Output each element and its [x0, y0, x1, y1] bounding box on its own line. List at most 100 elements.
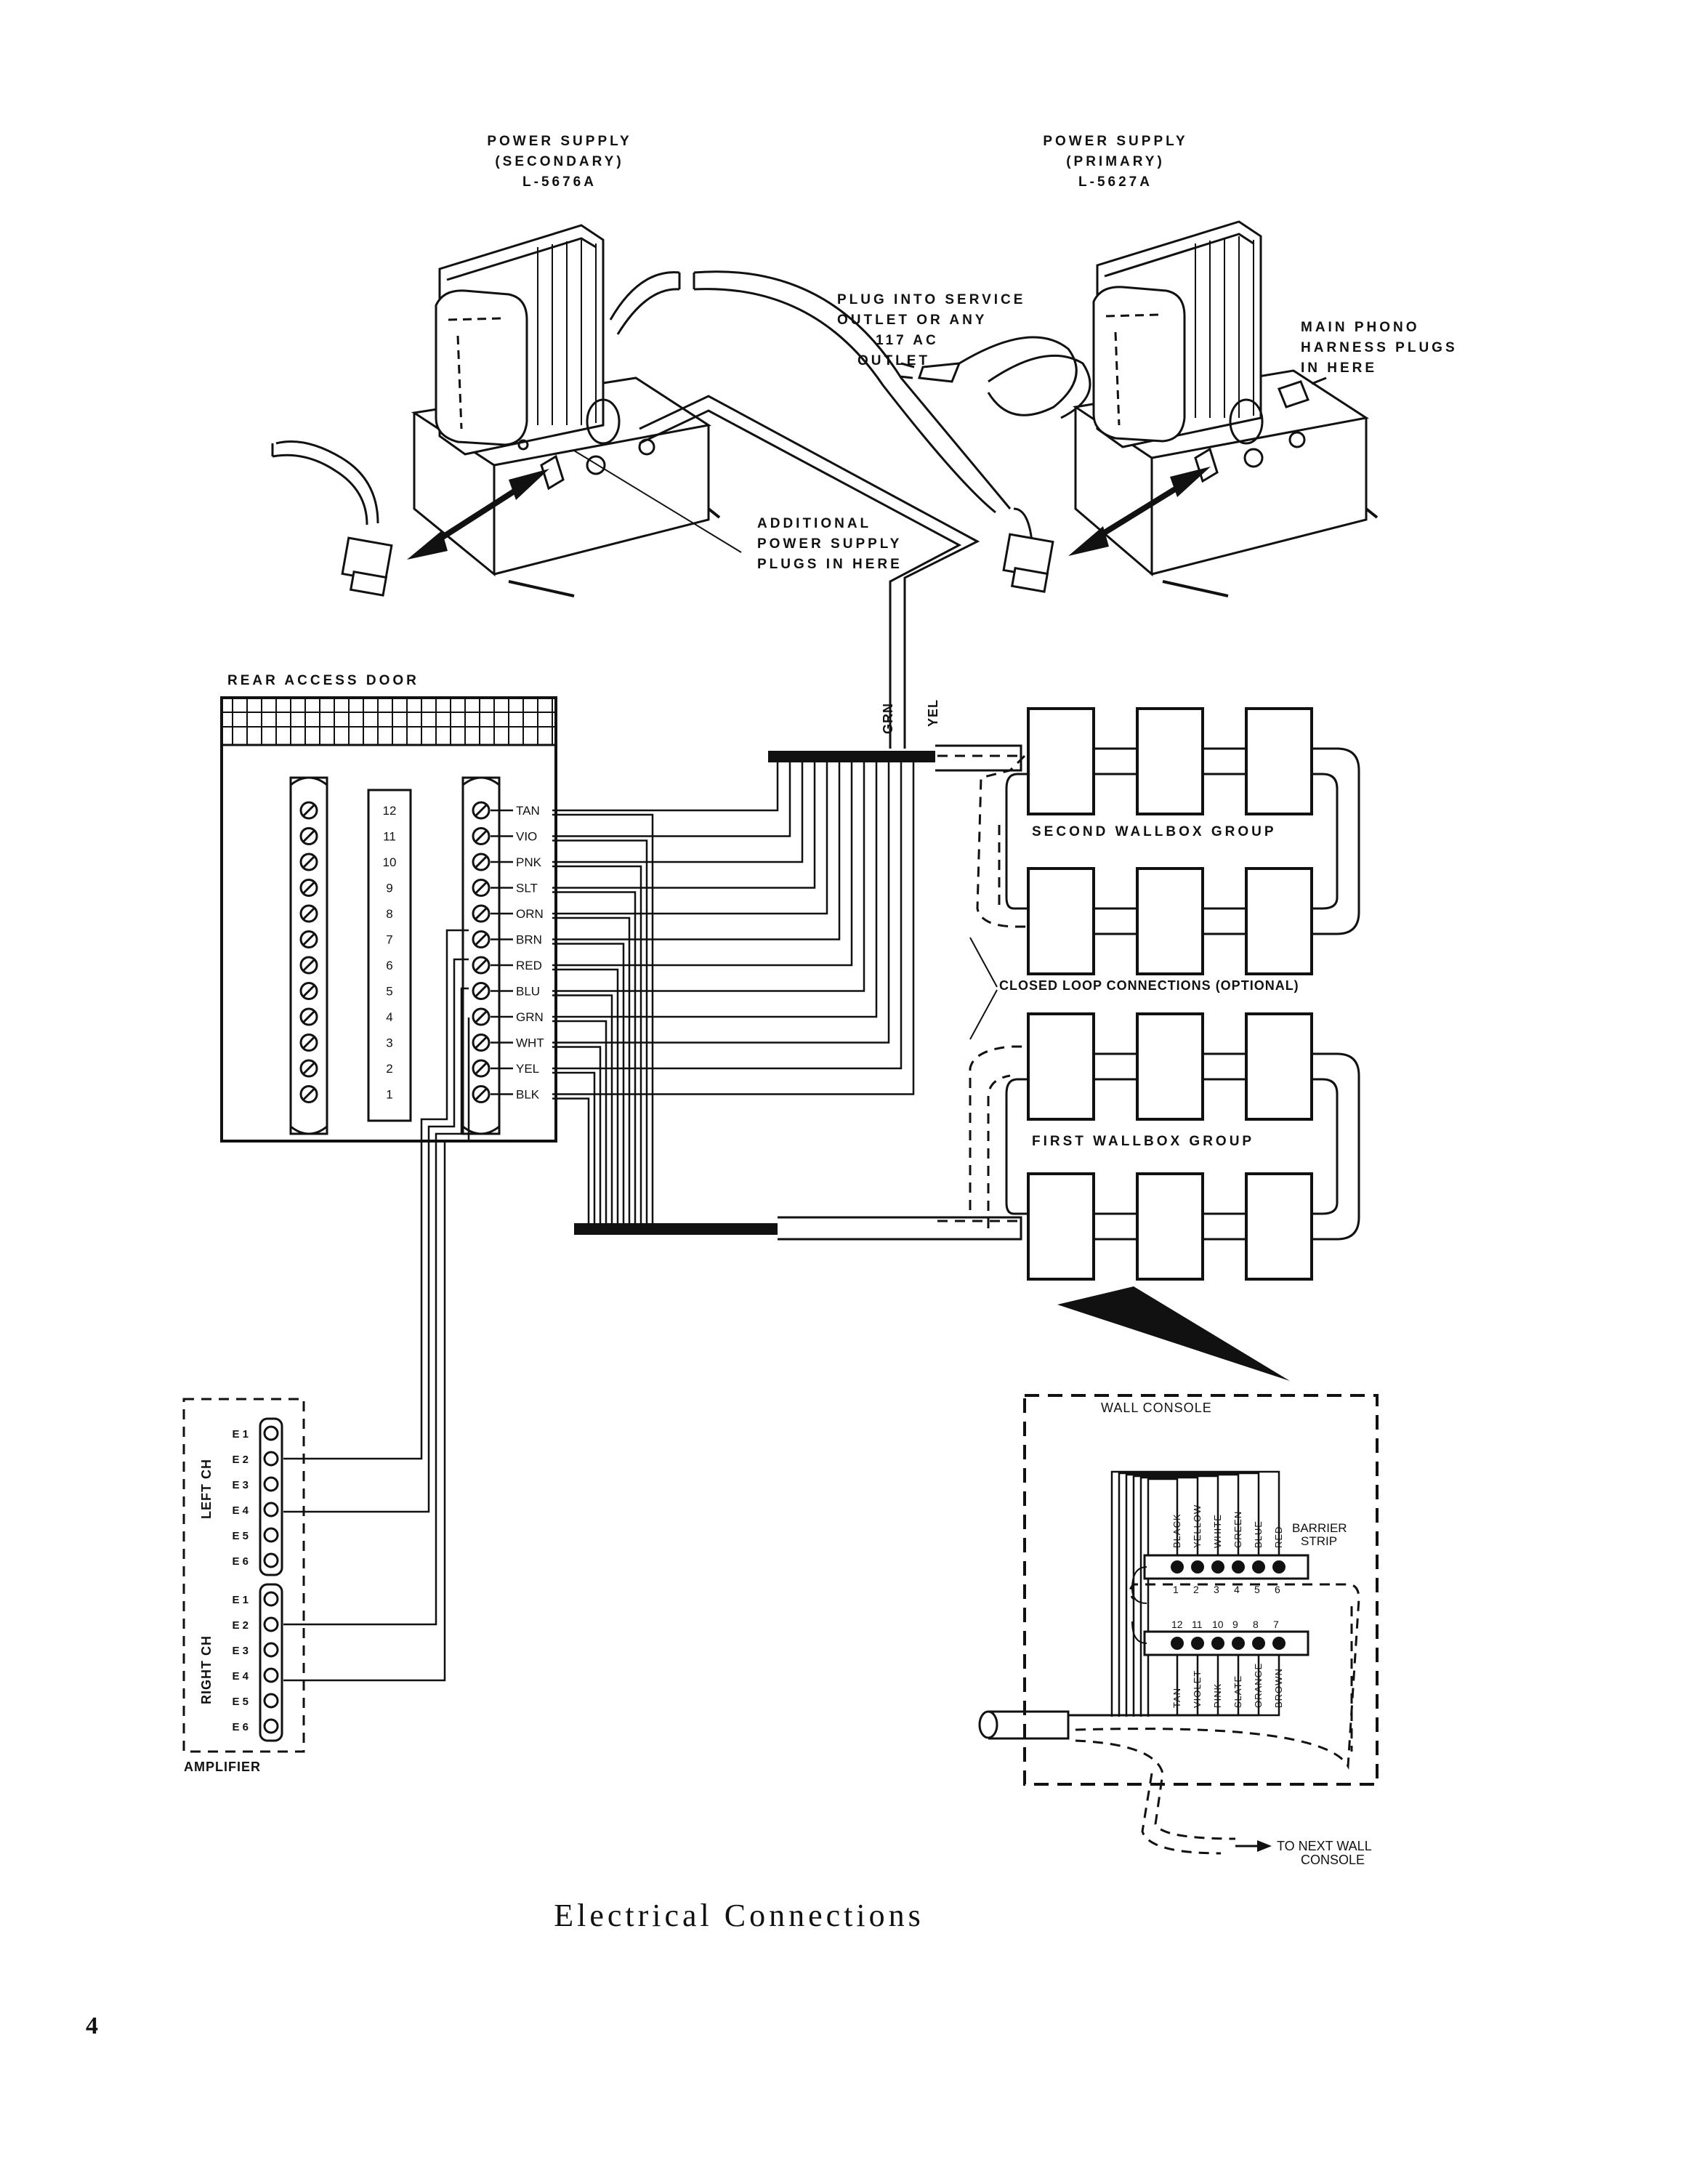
terminal-screw [299, 853, 318, 871]
barrier-strips: 1BLACK2YELLOW3WHITE4GREEN5BLUE6RED12TAN1… [1131, 1504, 1309, 1708]
loop-cable [1312, 1078, 1339, 1215]
terminal-screw [472, 1007, 491, 1026]
console-wire [1068, 1655, 1260, 1717]
terminal-number: 9 [386, 882, 392, 895]
screw-slot [302, 1036, 315, 1049]
amp-terminal [263, 1616, 279, 1632]
console-wire [1147, 1478, 1179, 1717]
harness-wire-bottom [552, 1097, 590, 1229]
wallbox [1136, 867, 1204, 975]
barrier-number: 7 [1273, 1619, 1279, 1630]
svg-text:MAIN PHONO: MAIN PHONO [1301, 320, 1420, 335]
amp-terminal-label: E 1 [232, 1594, 249, 1606]
console-cable [978, 1710, 1070, 1740]
console-wire [1125, 1473, 1240, 1717]
terminal-number: 4 [386, 1010, 392, 1024]
screw-slot [475, 1088, 488, 1100]
svg-text:PLUG INTO SERVICE: PLUG INTO SERVICE [837, 292, 1025, 307]
screw-slot [302, 985, 315, 997]
screw-slot [302, 882, 315, 894]
loop-cable [1312, 1052, 1360, 1241]
first-wallbox-group-label: FIRST WALLBOX GROUP [1032, 1134, 1254, 1149]
harness-wire-bottom [552, 1071, 596, 1229]
terminal-screw [472, 801, 491, 820]
wire-color-label: RED [516, 959, 542, 972]
terminal-screw [472, 1059, 491, 1078]
screw-slot [475, 882, 488, 894]
terminal-number: 11 [383, 830, 396, 844]
terminal-number: 3 [386, 1036, 392, 1050]
terminal-number: 10 [383, 855, 397, 869]
amp-terminal-label: E 5 [232, 1530, 249, 1542]
console-pointer [1057, 1286, 1290, 1381]
loop-cable [1312, 747, 1360, 935]
harness-wire-top [552, 757, 779, 812]
svg-text:HARNESS PLUGS: HARNESS PLUGS [1301, 340, 1458, 355]
barrier-number: 1 [1173, 1584, 1179, 1595]
wall-console-title: WALL CONSOLE [1101, 1401, 1212, 1415]
wallbox [1136, 707, 1204, 815]
terminal-screw [299, 904, 318, 923]
wire-color-label: YEL [516, 1062, 539, 1076]
terminal-screw [472, 827, 491, 845]
console-wire-label: TAN [1171, 1688, 1182, 1708]
harness-wire-bottom [552, 1046, 602, 1229]
additional-note: ADDITIONAL POWER SUPPLY PLUGS IN HERE [757, 516, 903, 572]
svg-text:PLUGS IN HERE: PLUGS IN HERE [757, 557, 903, 572]
next-console-arrow [1235, 1840, 1272, 1852]
harness-wire-bottom [552, 916, 631, 1229]
svg-text:POWER SUPPLY: POWER SUPPLY [487, 134, 631, 149]
amplifier-label: AMPLIFIER [184, 1760, 261, 1774]
group-cable-ends [778, 744, 1022, 1241]
svg-text:ADDITIONAL: ADDITIONAL [757, 516, 871, 531]
console-wire-label: GREEN [1232, 1511, 1243, 1548]
screw-slot [475, 1036, 488, 1049]
left-ch-label: LEFT CH [199, 1459, 214, 1519]
harness-wire-top [552, 757, 878, 1018]
amp-terminal [263, 1425, 279, 1441]
wire-color-label: TAN [516, 804, 540, 818]
harness-note: MAIN PHONO HARNESS PLUGS IN HERE [1301, 320, 1458, 376]
screw-slot [302, 804, 315, 817]
console-wire [1139, 1476, 1199, 1717]
terminal-screw [472, 904, 491, 923]
console-wire [1132, 1475, 1219, 1717]
harness-wire-top [552, 757, 853, 967]
console-wire [1118, 1472, 1260, 1717]
harness-wires [491, 757, 915, 1229]
harness-wire-top [552, 757, 915, 1095]
wallbox [1136, 1172, 1204, 1281]
terminal-screw [299, 801, 318, 820]
terminal-screw [299, 1085, 318, 1103]
svg-text:BARRIER: BARRIER [1292, 1521, 1347, 1535]
wallbox [1027, 1012, 1095, 1121]
barrier-screw [1232, 1560, 1245, 1573]
console-wire-label: RED [1273, 1526, 1284, 1548]
wire-color-label: BRN [516, 933, 542, 947]
primary-connection-arrow [1068, 467, 1211, 556]
screw-slot [475, 1062, 488, 1075]
harness-wire-bottom [552, 865, 642, 1229]
console-wire-label: WHITE [1212, 1514, 1223, 1548]
wallbox [1027, 1172, 1095, 1281]
svg-text:CONSOLE: CONSOLE [1301, 1853, 1365, 1867]
amp-terminal-block [259, 1583, 283, 1742]
barrier-number: 3 [1214, 1584, 1219, 1595]
barrier-number: 5 [1254, 1584, 1260, 1595]
svg-text:OUTLET: OUTLET [857, 353, 930, 368]
amplifier-box [182, 1398, 305, 1753]
terminal-screw [472, 982, 491, 1000]
terminal-number: 5 [386, 985, 392, 999]
wire-color-label: ORN [516, 907, 544, 921]
amp-terminal-label: E 4 [232, 1670, 249, 1683]
wall-console-box [1023, 1394, 1379, 1786]
right-ch-label: RIGHT CH [199, 1635, 214, 1704]
svg-text:POWER SUPPLY: POWER SUPPLY [757, 536, 902, 552]
barrier-screw [1191, 1637, 1204, 1650]
terminal-number: 6 [386, 959, 392, 972]
barrier-screw [1211, 1560, 1224, 1573]
terminal-screw [299, 1007, 318, 1026]
screw-slot [302, 933, 315, 946]
console-wire-label: BROWN [1273, 1668, 1284, 1708]
